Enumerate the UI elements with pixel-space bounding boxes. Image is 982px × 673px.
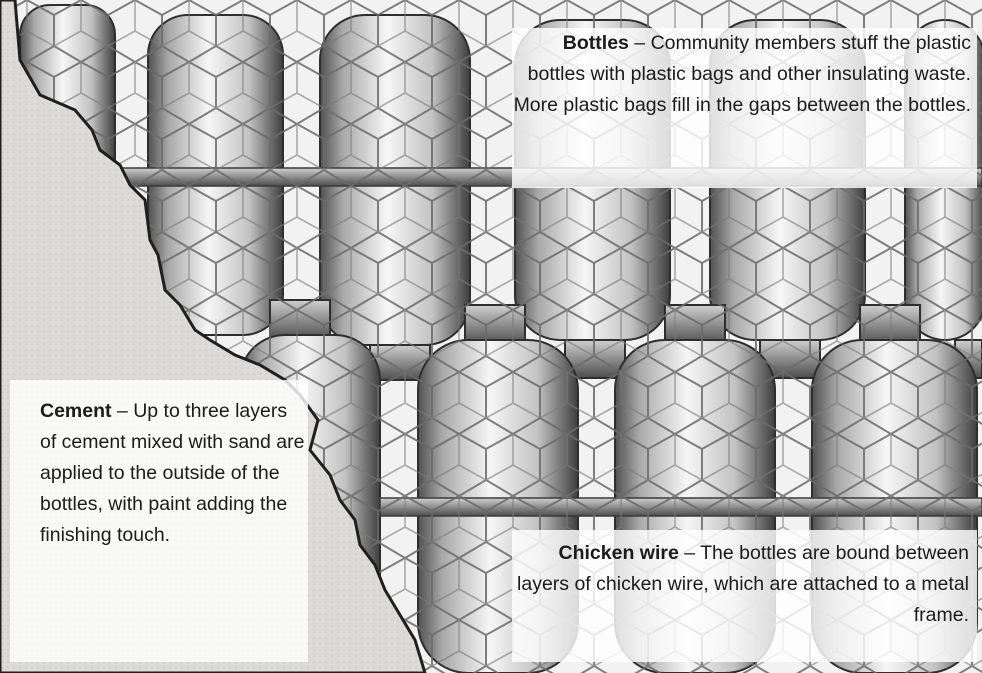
chicken-wire-callout: Chicken wire – The bottles are bound bet… — [512, 530, 977, 662]
cement-term: Cement — [40, 400, 112, 422]
bottles-term: Bottles — [563, 32, 629, 54]
cement-callout: Cement – Up to three layers of cement mi… — [10, 380, 308, 662]
bottles-callout: Bottles – Community members stuff the pl… — [512, 28, 977, 188]
chicken-wire-term: Chicken wire — [559, 542, 679, 564]
